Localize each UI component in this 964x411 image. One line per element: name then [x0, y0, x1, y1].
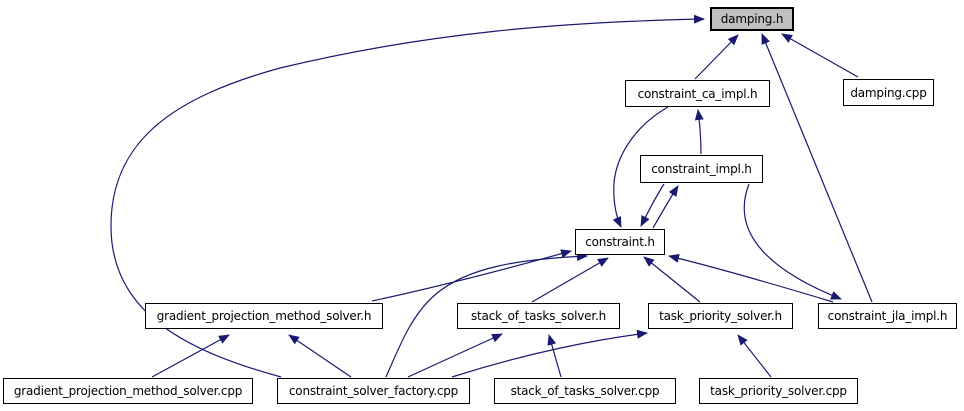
edge-constraint_impl_h-to-constraint_ca_impl_h [694, 109, 704, 155]
edge-constraint_jla_impl_h-to-constraint_h [668, 253, 834, 303]
node-gradient_projection_method_solver_h[interactable]: gradient_projection_method_solver.h [145, 303, 383, 329]
node-label: task_priority_solver.h [659, 309, 782, 323]
edge-constraint_impl_h-to-constraint_h [640, 183, 665, 227]
edge-constraint_solver_factory_cpp-to-gradient_projection_method_solver_h [288, 334, 352, 378]
edge-constraint_solver_factory_cpp-to-stack_of_tasks_solver_h [407, 333, 503, 378]
node-label: gradient_projection_method_solver.cpp [13, 384, 243, 398]
node-constraint_h[interactable]: constraint.h [575, 229, 665, 255]
edge-constraint_h-to-constraint_impl_h [652, 185, 679, 229]
edge-task_priority_solver_h-to-constraint_h [643, 256, 701, 303]
node-label: damping.cpp [850, 85, 927, 100]
edge-constraint_ca_impl_h-to-damping_h [694, 34, 739, 80]
edge-gradient_projection_method_solver_h-to-constraint_h [371, 249, 572, 302]
node-label: stack_of_tasks_solver.cpp [510, 384, 660, 398]
edge-constraint_solver_factory_cpp-to-task_priority_solver_h [451, 329, 648, 378]
node-constraint_jla_impl_h[interactable]: constraint_jla_impl.h [818, 303, 957, 329]
node-label: constraint_impl.h [651, 162, 752, 176]
node-damping_h[interactable]: damping.h [710, 7, 794, 31]
node-stack_of_tasks_solver_h[interactable]: stack_of_tasks_solver.h [457, 303, 620, 329]
edge-task_priority_solver_cpp-to-task_priority_solver_h [737, 334, 772, 378]
node-task_priority_solver_h[interactable]: task_priority_solver.h [648, 303, 793, 329]
node-gradient_projection_method_solver_cpp[interactable]: gradient_projection_method_solver.cpp [3, 378, 253, 404]
node-constraint_solver_factory_cpp[interactable]: constraint_solver_factory.cpp [277, 378, 470, 404]
node-label: constraint_jla_impl.h [827, 309, 948, 323]
edge-constraint_impl_h-to-constraint_jla_impl_h [743, 183, 842, 300]
edge-constraint_jla_impl_h-to-damping_h [761, 33, 873, 303]
node-label: task_priority_solver.cpp [710, 384, 847, 398]
node-label: constraint_ca_impl.h [637, 86, 758, 101]
node-label: gradient_projection_method_solver.h [156, 309, 372, 323]
node-constraint_impl_h[interactable]: constraint_impl.h [640, 155, 763, 183]
node-task_priority_solver_cpp[interactable]: task_priority_solver.cpp [699, 378, 858, 404]
node-label: constraint_solver_factory.cpp [288, 384, 459, 398]
node-constraint_ca_impl_h[interactable]: constraint_ca_impl.h [625, 80, 770, 107]
edge-stack_of_tasks_solver_h-to-constraint_h [531, 257, 609, 303]
edge-damping_cpp-to-damping_h [781, 33, 859, 78]
edge-constraint_solver_factory_cpp-to-constraint_h [385, 251, 588, 378]
node-stack_of_tasks_solver_cpp[interactable]: stack_of_tasks_solver.cpp [494, 378, 676, 404]
node-damping_cpp[interactable]: damping.cpp [843, 79, 934, 106]
edge-gradient_projection_method_solver_cpp-to-gradient_projection_method_solver_h [151, 334, 230, 378]
edge-constraint_ca_impl_h-to-constraint_h [612, 106, 669, 228]
node-label: stack_of_tasks_solver.h [471, 309, 606, 323]
node-label: damping.h [720, 12, 784, 26]
node-label: constraint.h [585, 235, 655, 249]
edge-stack_of_tasks_solver_cpp-to-stack_of_tasks_solver_h [547, 334, 562, 378]
